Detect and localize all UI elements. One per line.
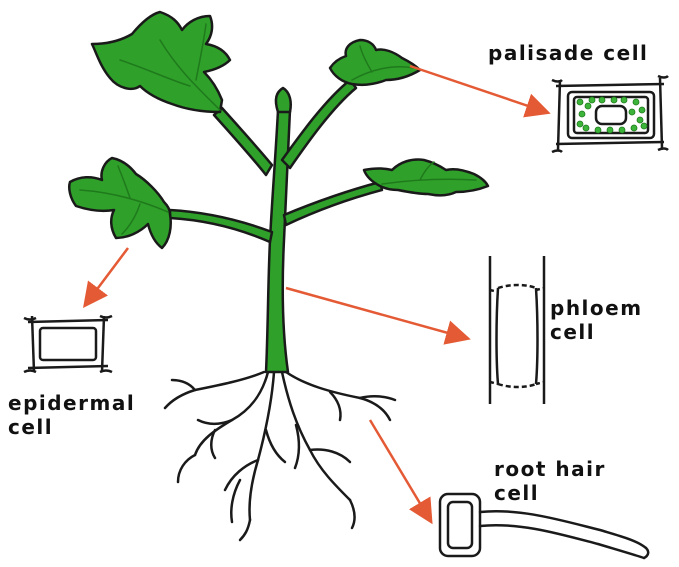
roots <box>165 372 395 540</box>
phloem-cell-label: phloem cell <box>550 296 643 344</box>
arrow-to-epidermal <box>86 248 128 304</box>
epidermal-cell-label-line-1: epidermal <box>8 391 135 415</box>
stem <box>170 80 382 372</box>
palisade-cell-label: palisade cell <box>488 41 648 65</box>
arrows <box>86 66 546 520</box>
leaf-top-left <box>92 12 230 112</box>
phloem-cell-label-line-2: cell <box>550 320 643 344</box>
arrow-to-root-hair <box>370 420 430 520</box>
epidermal-cell-drawing <box>24 316 112 372</box>
epidermal-cell-label-line-2: cell <box>8 415 135 439</box>
leaf-top-right <box>330 40 420 85</box>
arrow-to-palisade <box>410 66 546 112</box>
phloem-cell-drawing <box>490 256 544 404</box>
epidermal-cell-label: epidermal cell <box>8 391 135 439</box>
palisade-cell-label-line: palisade cell <box>488 41 648 65</box>
root-hair-cell-label-line-2: cell <box>494 481 606 505</box>
root-hair-cell-label: root hair cell <box>494 457 606 505</box>
palisade-cell-drawing <box>552 76 668 152</box>
phloem-cell-label-line-1: phloem <box>550 296 643 320</box>
arrow-to-phloem <box>286 288 466 338</box>
root-hair-cell-label-line-1: root hair <box>494 457 606 481</box>
